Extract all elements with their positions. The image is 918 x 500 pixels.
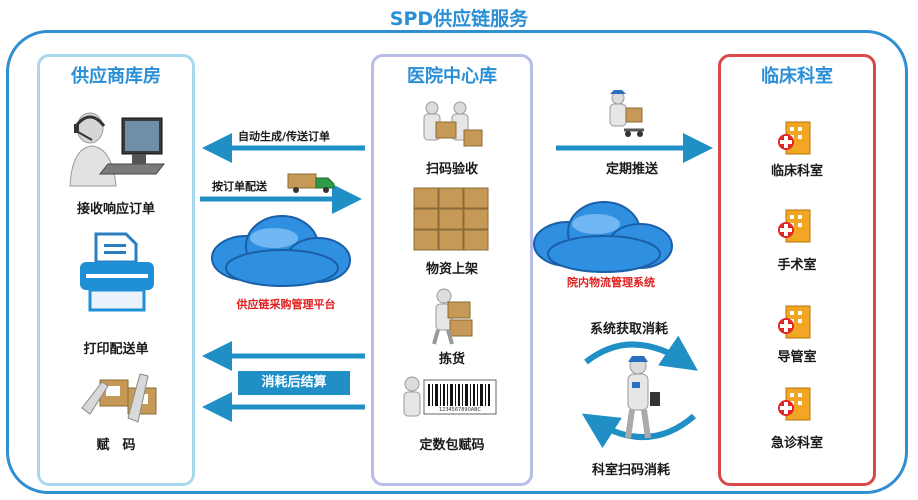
- delivery-truck-icon: [287, 173, 335, 193]
- flow-label-system-consumption: 系统获取消耗: [589, 322, 668, 337]
- hospital-item-fixed-pack-coding: 定数包赋码: [419, 438, 485, 453]
- barcode-number: 1234567890ABC: [438, 407, 482, 413]
- hospital-building-icon: [778, 387, 811, 421]
- hospital-building-icon: [778, 209, 811, 243]
- scanning-worker-icon: [625, 356, 660, 439]
- flow-label-dept-scan: 科室扫码消耗: [591, 463, 670, 478]
- operator-computer-icon: [69, 112, 166, 187]
- hospital-panel-title: 医院中心库: [407, 66, 497, 87]
- hospital-item-picking: 拣货: [438, 352, 465, 367]
- supplier-item-receive-order: 接收响应订单: [76, 202, 155, 217]
- hospital-building-icon: [778, 121, 811, 155]
- barcode-figure-icon: [403, 376, 497, 417]
- printer-icon: [80, 232, 154, 312]
- clinical-item-operating-room: 手术室: [777, 258, 817, 273]
- hospital-item-scan-inspect: 扫码验收: [425, 162, 478, 177]
- flow-label-settlement: 消耗后结算: [238, 371, 350, 395]
- hospital-item-shelving: 物资上架: [425, 262, 478, 277]
- procurement-platform-label: 供应链采购管理平台: [236, 298, 336, 311]
- clinical-item-emergency: 急诊科室: [770, 436, 823, 451]
- supplier-panel: [37, 54, 195, 486]
- outer-frame: [6, 30, 908, 494]
- flow-label-periodic-push: 定期推送: [605, 162, 658, 177]
- stacked-boxes-icon: [413, 187, 489, 251]
- inspection-workers-icon: [423, 101, 483, 147]
- diagram-title: SPD供应链服务: [389, 8, 529, 30]
- logistics-cloud-icon: [533, 201, 673, 273]
- worker-handtruck-icon: [609, 90, 644, 137]
- clinical-panel-title: 临床科室: [761, 66, 833, 87]
- clinical-item-clinical-dept: 临床科室: [770, 164, 823, 179]
- hospital-building-icon: [778, 305, 811, 339]
- hospital-panel: [371, 54, 533, 486]
- clinical-item-cath-lab: 导管室: [777, 350, 817, 365]
- flow-label-auto-order: 自动生成/传送订单: [238, 130, 331, 143]
- supplier-item-print-slip: 打印配送单: [83, 342, 149, 357]
- barcode-scanner-icon: [81, 373, 157, 423]
- clinical-panel: [718, 54, 876, 486]
- logistics-system-label: 院内物流管理系统: [567, 276, 655, 289]
- flow-label-deliver: 按订单配送: [212, 180, 267, 193]
- supplier-panel-title: 供应商库房: [71, 66, 161, 87]
- procurement-cloud-icon: [211, 215, 351, 287]
- picking-figure-icon: [432, 288, 473, 345]
- supplier-item-coding: 赋 码: [96, 438, 136, 453]
